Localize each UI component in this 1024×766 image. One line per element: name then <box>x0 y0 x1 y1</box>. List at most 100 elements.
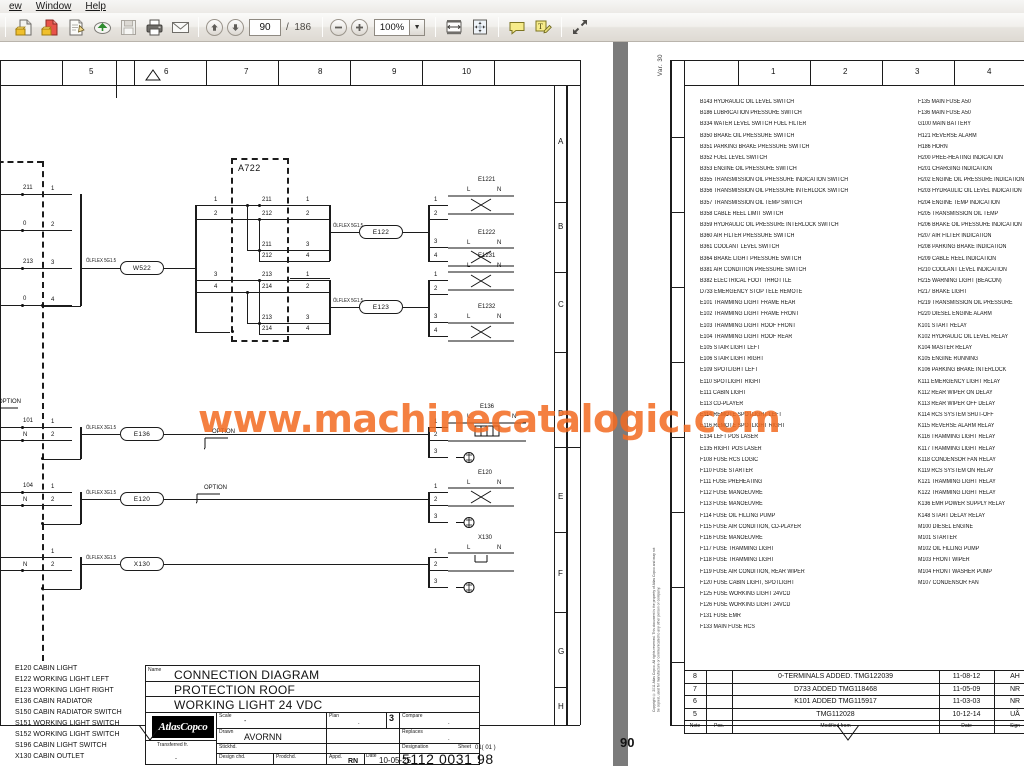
wire <box>290 261 330 262</box>
open-file-icon[interactable] <box>12 15 36 39</box>
wire-number: 104 <box>23 483 34 489</box>
lamp-tag-e120: E120 <box>478 470 493 476</box>
block-a722-label: A722 <box>238 163 261 173</box>
lamp-symbol-e1221 <box>448 195 514 215</box>
component-item-right-9: H204 ENGINE TEMP INDICATION <box>918 199 1000 206</box>
component-item-right-37: K148 START DELAY RELAY <box>918 512 986 519</box>
terminal-number: 2 <box>51 432 55 438</box>
terminal-number: 3 <box>306 315 310 321</box>
wire-number: 213 <box>262 315 273 321</box>
plan-value: . <box>358 720 360 726</box>
component-item-right-34: K121 TRAMMING LIGHT RELAY <box>918 479 996 486</box>
arrow-up-icon[interactable] <box>206 18 223 36</box>
wire <box>235 219 290 220</box>
frame-left-inner <box>684 60 685 725</box>
comment-bubble-icon[interactable] <box>505 15 529 39</box>
toolbar-separator-3 <box>322 17 324 37</box>
component-item-right-10: H205 TRANSMISSION OIL TEMP <box>918 210 999 217</box>
wire-hidden <box>290 278 330 279</box>
zoom-level-input[interactable]: 100% <box>374 18 411 36</box>
plus-icon[interactable] <box>351 18 369 36</box>
centering-marker-bottom <box>138 725 162 741</box>
lamp-terminal-n: N <box>497 263 502 269</box>
wire <box>428 492 448 493</box>
wire <box>428 587 448 588</box>
terminal-number: 1 <box>51 419 55 425</box>
component-item-right-8: H203 HYDRAULIC OIL LEVEL INDICATION <box>918 188 1022 195</box>
legend-item-4: S150 CABIN RADIATOR SWITCH <box>15 709 122 716</box>
sheet-count: 3 <box>389 713 395 723</box>
component-item-left-43: F120 FUSE CABIN LIGHT, SPOTLIGHT <box>700 579 795 586</box>
component-item-right-29: K115 REVERSE ALARM RELAY <box>918 423 995 430</box>
junction-dot <box>41 457 44 460</box>
menu-item-view[interactable]: ew <box>2 0 29 13</box>
arrow-down-icon[interactable] <box>227 18 244 36</box>
terminal-number: 2 <box>434 432 438 438</box>
text-highlight-icon[interactable]: T <box>531 15 555 39</box>
wire <box>195 280 235 281</box>
fullscreen-icon[interactable] <box>568 15 592 39</box>
menu-item-help[interactable]: Help <box>78 0 113 13</box>
wire <box>428 219 448 220</box>
wire <box>247 205 248 250</box>
wire <box>290 292 330 293</box>
cable-type-label: ÖLFLEX 5G1.5 <box>333 223 364 229</box>
terminal-number: 2 <box>434 286 438 292</box>
page-right-component-list: Var. 30 1 2 3 4 Cop <box>628 42 1024 766</box>
transferred-value: - <box>175 756 177 762</box>
column-label-8: 8 <box>318 67 323 76</box>
terminal-number: 3 <box>434 239 438 245</box>
edit-document-icon[interactable] <box>64 15 88 39</box>
lamp-terminal-n: N <box>497 314 502 320</box>
row-label-E: E <box>558 492 564 501</box>
cable-type-label: ÖLFLEX 3G1.5 <box>86 555 117 561</box>
revision-modified-1: D733 ADDED TMG118468 <box>793 685 877 693</box>
minus-icon[interactable] <box>330 18 348 36</box>
column-label-7: 7 <box>244 67 249 76</box>
wire <box>235 205 290 206</box>
print-icon[interactable] <box>142 15 166 39</box>
component-item-left-12: B360 AIR FILTER PRESSURE SWITCH <box>700 233 795 240</box>
column-label-10: 10 <box>462 67 471 76</box>
wire <box>42 230 72 231</box>
lamp-symbol-e1231 <box>448 271 514 291</box>
terminal-number: 2 <box>434 211 438 217</box>
fit-width-icon[interactable] <box>442 15 466 39</box>
component-item-left-18: E101 TRAMMING LIGHT FRAME REAR <box>700 300 796 307</box>
legend-item-8: X130 CABIN OUTLET <box>15 753 85 760</box>
email-icon[interactable] <box>168 15 192 39</box>
outlet-terminal-n: N <box>497 545 502 551</box>
column-label-5: 5 <box>89 67 94 76</box>
title-block-rule <box>145 681 480 682</box>
cable-bracket-foot <box>42 306 81 307</box>
component-item-left-11: B359 HYDRAULIC OIL PRESSURE INTERLOCK SW… <box>700 221 839 228</box>
title-block-name-label: Name <box>148 667 162 673</box>
title-block-rule-v <box>364 753 365 765</box>
close-file-icon[interactable] <box>38 15 62 39</box>
menu-item-window[interactable]: Window <box>29 0 79 13</box>
save-icon[interactable] <box>116 15 140 39</box>
wire-number: 211 <box>262 197 272 203</box>
legend-item-2: E123 WORKING LIGHT RIGHT <box>15 687 114 694</box>
lamp-symbol-e1222 <box>448 247 514 267</box>
lamp-terminal-n: N <box>497 187 502 193</box>
wire <box>247 323 290 324</box>
chevron-down-icon[interactable]: ▼ <box>410 18 426 36</box>
fit-page-icon[interactable] <box>468 15 492 39</box>
page-number-input[interactable]: 90 <box>249 18 281 36</box>
component-item-right-35: K122 TRAMMING LIGHT RELAY <box>918 490 996 497</box>
earth-symbol-e136 <box>456 452 475 463</box>
upload-cloud-icon[interactable] <box>90 15 114 39</box>
document-viewport[interactable]: 5 6 7 8 9 10 A B C D E F G <box>0 42 1024 766</box>
wire-number: 0 <box>23 221 27 227</box>
component-item-left-44: F125 FUSE WORKING LIGHT 24VCD <box>700 590 791 597</box>
outlet-terminal-l: L <box>467 545 471 551</box>
title-block-rule-v <box>326 712 327 753</box>
revision-note-0: 8 <box>693 673 697 680</box>
frame-bottom <box>670 725 1024 726</box>
wire <box>42 557 72 558</box>
terminal-number: 2 <box>306 284 310 290</box>
revision-sign-3: UÅ <box>1010 710 1020 718</box>
designation-label: Designation <box>402 744 429 750</box>
wire <box>428 427 448 428</box>
